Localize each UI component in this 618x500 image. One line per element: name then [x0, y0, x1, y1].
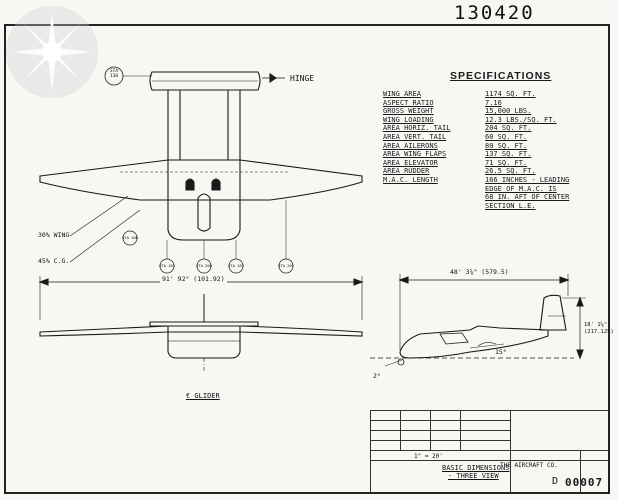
spec-label: AREA VERT. TAIL [383, 132, 447, 141]
small-angle: 2° [373, 372, 381, 380]
spec-row: AREA ELEVATOR 71 SQ. FT. [383, 159, 610, 168]
spec-label [383, 202, 485, 211]
station-label: STA 202 [278, 263, 295, 268]
hinge-label: HINGE [290, 74, 315, 83]
station-label: STA 200 [196, 263, 213, 268]
spec-row: GROSS WEIGHT 15,000 LBS. [383, 107, 610, 116]
specifications-title: SPECIFICATIONS [450, 70, 552, 82]
size-letter: D [552, 476, 559, 487]
spec-value: 204 SQ. FT. [485, 124, 532, 133]
spec-row: WING AREA 1174 SQ. FT. [383, 90, 610, 99]
spec-row: WING LOADING 12.3 LBS./SQ. FT. [383, 116, 610, 125]
title-line-1: BASIC DIMENSIONS [442, 464, 510, 472]
spec-label [383, 185, 485, 194]
front-pod [167, 325, 241, 359]
spec-row: M.A.C. LENGTH 166 INCHES - LEADING [383, 176, 610, 185]
spec-value: 15,000 LBS. [485, 107, 532, 116]
spec-row: AREA WING FLAPS 137 SQ. FT. [383, 150, 610, 159]
spec-value: 68 IN. AFT OF CENTER [485, 193, 570, 202]
company-name: THE AIRCRAFT CO. [500, 462, 558, 469]
title-line-2: - THREE VIEW [448, 472, 499, 480]
side-fuselage [399, 325, 549, 359]
cg-45-label: 45% C.G. [38, 257, 70, 265]
spec-label: AREA ELEVATOR [383, 158, 438, 167]
seal-logo [6, 6, 98, 98]
spec-label [383, 193, 485, 202]
spec-value: 71 SQ. FT. [485, 158, 528, 167]
spec-row: SECTION L.E. [383, 202, 610, 211]
side-vertical-tail [539, 294, 567, 331]
station-label: STA 100 [122, 235, 139, 240]
spec-label: AREA WING FLAPS [383, 150, 447, 159]
spec-row: 68 IN. AFT OF CENTER [383, 193, 610, 202]
left-tail-boom [167, 90, 181, 160]
spec-value: 1174 SQ. FT. [485, 90, 536, 98]
title-block: 1" = 20' BASIC DIMENSIONS - THREE VIEW T… [370, 410, 608, 492]
front-view-label: € GLIDER [186, 392, 220, 400]
spec-row: AREA HORIZ. TAIL 204 SQ. FT. [383, 124, 610, 133]
sheet-border [4, 24, 610, 494]
spec-row: AREA RUDDER 26.5 SQ. FT. [383, 167, 610, 176]
length-dimension: 48' 3⅝" (579.5) [450, 268, 509, 276]
spec-label: M.A.C. LENGTH [383, 175, 438, 184]
spec-value: 80 SQ. FT. [485, 141, 528, 150]
right-tail-boom [227, 90, 241, 160]
scale-label: 1" = 20' [414, 453, 443, 460]
tail-angle: 15° [495, 348, 507, 356]
station-label: STA 183 [228, 263, 245, 268]
spec-row: AREA AILERONS 80 SQ. FT. [383, 142, 610, 151]
wing-planform [39, 159, 363, 201]
horizontal-tail [149, 71, 261, 91]
spec-label: WING AREA [383, 90, 421, 98]
drawing-number: 130420 [454, 2, 535, 24]
spec-value: 7.16 [485, 98, 502, 107]
spec-value: 137 SQ. FT. [485, 150, 532, 159]
spec-label: AREA RUDDER [383, 167, 430, 176]
fuselage-pod [167, 159, 241, 241]
front-fins [149, 321, 259, 327]
spec-value: 60 SQ. FT. [485, 132, 528, 141]
spec-label: GROSS WEIGHT [383, 107, 434, 116]
spec-label: ASPECT RATIO [383, 98, 434, 107]
sheet-number: 00007 [565, 476, 604, 489]
spec-value: SECTION L.E. [485, 201, 536, 210]
spec-label: AREA HORIZ. TAIL [383, 124, 451, 133]
front-wing [39, 325, 363, 337]
spec-label: AREA AILERONS [383, 141, 438, 150]
spec-row: ASPECT RATIO 7.16 [383, 99, 610, 108]
spec-row: EDGE OF M.A.C. IS [383, 185, 610, 194]
spec-value: 26.5 SQ. FT. [485, 167, 536, 176]
span-dimension: 91' 92" (101.92) [160, 275, 227, 283]
station-label: STA 183 [159, 263, 176, 268]
spec-label: WING LOADING [383, 115, 434, 124]
wing-30-label: 30% WING [38, 231, 70, 239]
spec-value: 12.3 LBS./SQ. FT. [485, 115, 557, 124]
spec-row: AREA VERT. TAIL 60 SQ. FT. [383, 133, 610, 142]
spec-value: EDGE OF M.A.C. IS [485, 184, 557, 193]
spec-value: 166 INCHES - LEADING [485, 175, 570, 184]
height-dimension: 18' 1⅝" (217.125) [584, 322, 614, 335]
